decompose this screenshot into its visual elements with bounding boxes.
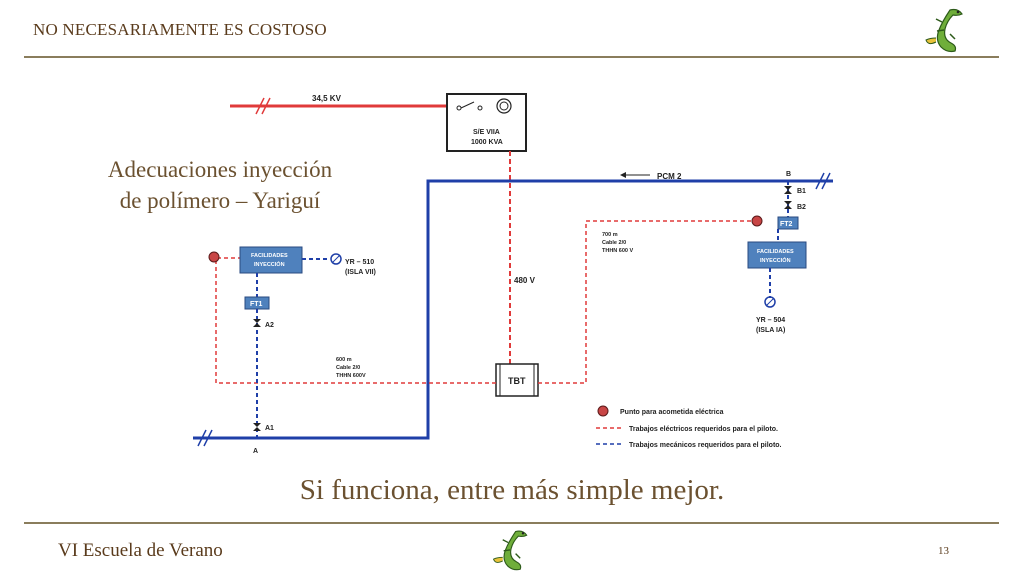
valve-a1-icon (253, 423, 261, 431)
wellhead-yr510-icon (330, 253, 342, 265)
subtitle-line-2: de polímero – Yariguí (119, 188, 321, 213)
cable-left-label-3: THHN 600V (336, 373, 366, 379)
header-rule (24, 56, 999, 58)
facilities-left-label-1: FACILIDADES (251, 253, 288, 259)
label-a: A (253, 448, 258, 455)
break-mark-left-2 (203, 429, 213, 447)
cable-left (215, 257, 496, 384)
valve-a2-icon (253, 319, 261, 327)
label-yr504-2: (ISLA IA) (756, 327, 785, 334)
label-a2: A2 (265, 322, 274, 329)
facilities-right-box (747, 241, 807, 269)
footer-rule (24, 522, 999, 524)
substation-label-2: 1000 KVA (471, 139, 503, 146)
label-a1: A1 (265, 425, 274, 432)
ft2-box (777, 216, 799, 230)
connection-point-left (208, 251, 220, 263)
switch-point2-icon (477, 105, 483, 111)
break-mark-345kv-2 (261, 97, 271, 115)
legend-point-label: Punto para acometida eléctrica (620, 409, 724, 416)
transformer-inner-icon (499, 101, 509, 111)
break-mark-345kv-1 (255, 97, 265, 115)
cable-right-label-3: THHN 600 V (602, 248, 634, 254)
label-pcm: PCM 2 (657, 172, 682, 181)
label-ft2: FT2 (780, 221, 793, 228)
legend-electric-label: Trabajos eléctricos requeridos para el p… (629, 426, 778, 433)
slide-caption: Si funciona, entre más simple mejor. (299, 474, 725, 506)
footer-event-name: VI Escuela de Verano (58, 540, 223, 561)
cable-right-label-2: Cable 2/0 (602, 240, 626, 246)
cable-right (538, 220, 754, 384)
header-title: NO NECESARIAMENTE ES COSTOSO (33, 20, 327, 39)
legend-mechanical-label: Trabajos mecánicos requeridos para el pi… (629, 442, 782, 449)
valve-b1-icon (784, 186, 792, 194)
transformer-icon (496, 98, 512, 114)
page-number: 13 (938, 545, 949, 557)
iguana-logo-icon (925, 8, 963, 53)
label-ft1: FT1 (250, 301, 263, 308)
label-b: B (786, 171, 791, 178)
facilities-left-label-2: INYECCIÓN (254, 260, 285, 268)
flow-arrowhead-icon (620, 172, 626, 178)
label-yr510-2: (ISLA VII) (345, 269, 376, 276)
label-tbt: TBT (508, 376, 526, 386)
cable-left-label-2: Cable 2/0 (336, 365, 360, 371)
facilities-left-box (239, 246, 303, 274)
legend-point-icon (597, 405, 609, 417)
tbt-box (495, 363, 539, 397)
valve-b2-icon (784, 201, 792, 209)
iguana-footer-logo-icon (492, 530, 528, 571)
diagram-subtitle: Adecuaciones inyección de polímero – Yar… (70, 154, 370, 216)
break-mark-left-1 (197, 429, 207, 447)
label-480v: 480 V (514, 276, 536, 285)
label-b2: B2 (797, 204, 806, 211)
label-yr504-1: YR – 504 (756, 317, 785, 324)
facilities-right-label-1: FACILIDADES (757, 249, 794, 255)
label-yr510-1: YR – 510 (345, 259, 374, 266)
connection-point-right (751, 215, 763, 227)
switch-blade-icon (460, 101, 475, 109)
substation-box (446, 93, 527, 152)
main-pipeline (193, 179, 833, 440)
cable-right-label-1: 700 m (602, 232, 618, 238)
subtitle-line-1: Adecuaciones inyección (107, 157, 333, 182)
label-345kv: 34,5 KV (312, 94, 342, 103)
wellhead-yr504-icon (764, 296, 776, 308)
break-mark-right-2 (821, 172, 831, 190)
break-mark-right-1 (815, 172, 825, 190)
facilities-right-label-2: INYECCIÓN (760, 256, 791, 264)
label-b1: B1 (797, 188, 806, 195)
substation-label-1: S/E VIIA (473, 129, 500, 136)
cable-left-label-1: 600 m (336, 357, 352, 363)
